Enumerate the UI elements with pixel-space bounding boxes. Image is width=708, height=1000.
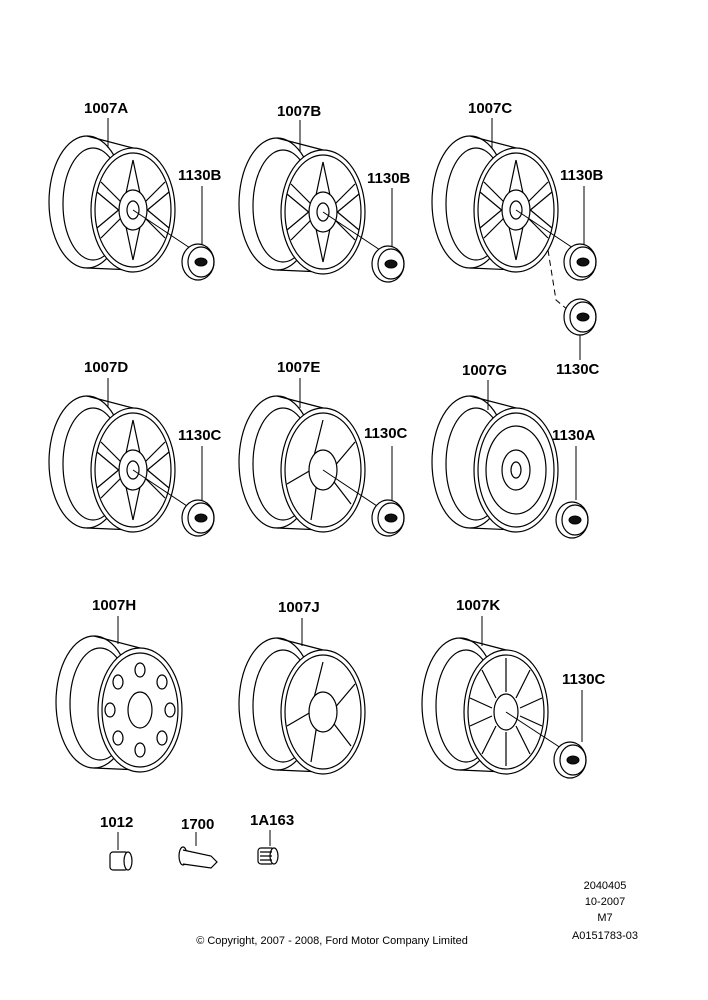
label-1007D: 1007D — [84, 359, 129, 376]
label-1130C-d: 1130C — [178, 427, 222, 444]
label-1012: 1012 — [100, 814, 134, 831]
cap-1130C-d — [181, 499, 215, 537]
cap-1130C-k — [553, 741, 587, 779]
cap-1130B-b — [371, 245, 405, 283]
cap-1130B-c — [563, 243, 597, 281]
label-1007E: 1007E — [277, 359, 321, 376]
label-1130A-g: 1130A — [552, 427, 596, 444]
wheel-1007D — [48, 395, 194, 533]
wheel-1007G — [431, 395, 559, 533]
cap-1130C-c — [563, 298, 597, 336]
label-1007C: 1007C — [468, 100, 513, 117]
wheel-1007K — [421, 637, 565, 775]
label-1130C-c: 1130C — [556, 361, 600, 378]
label-1700: 1700 — [181, 816, 215, 833]
cap-1130A-g — [555, 501, 589, 539]
cap-1130C-e — [371, 499, 405, 537]
valve-stem-1700 — [178, 846, 218, 869]
model-code: M7 — [597, 912, 613, 924]
drawing-code: 2040405 — [583, 880, 627, 892]
wheel-1007C — [431, 135, 577, 311]
lug-nut-1012 — [109, 851, 133, 871]
label-1007K: 1007K — [456, 597, 501, 614]
label-1007H: 1007H — [92, 597, 137, 614]
drawing-date: 10-2007 — [584, 896, 626, 908]
label-1130C-k: 1130C — [562, 671, 606, 688]
label-1007G: 1007G — [462, 362, 508, 379]
wheel-1007J — [238, 637, 366, 775]
label-1007B: 1007B — [277, 103, 322, 120]
wheel-1007A — [48, 135, 194, 273]
label-1A163: 1A163 — [250, 812, 295, 829]
cap-1130B-a — [181, 243, 215, 281]
wheel-1007B — [238, 137, 384, 275]
label-1130B-a: 1130B — [178, 167, 222, 184]
locking-nut-1A163 — [257, 847, 279, 865]
label-1130B-c: 1130B — [560, 167, 604, 184]
wheel-1007H — [55, 635, 183, 773]
label-1007J: 1007J — [278, 599, 320, 616]
illustration-code: A0151783-03 — [571, 930, 639, 942]
wheel-1007E — [238, 395, 384, 533]
label-1007A: 1007A — [84, 100, 129, 117]
label-1130C-e: 1130C — [364, 425, 408, 442]
label-1130B-b: 1130B — [367, 170, 411, 187]
copyright-notice: © Copyright, 2007 - 2008, Ford Motor Com… — [196, 935, 468, 947]
